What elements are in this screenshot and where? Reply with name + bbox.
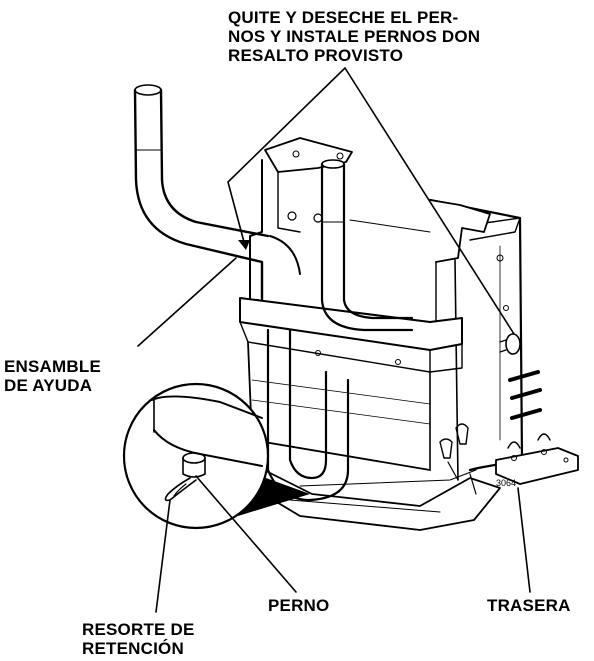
base-channel [239, 297, 469, 471]
rear-foot [495, 433, 579, 485]
shoulder-bolt [499, 333, 521, 355]
side-bracket [249, 137, 491, 331]
detail-circle [122, 382, 310, 530]
leader-arrowheads [238, 240, 250, 250]
arrowhead-top-left [238, 240, 250, 250]
pin-label: PERNO [268, 596, 330, 615]
bottom-platform [235, 411, 501, 531]
retaining-spring-label: RESORTE DE RETENCIÓN [82, 620, 195, 658]
assist-handle-left [133, 84, 301, 302]
leader-assist [137, 257, 237, 347]
leader-pin [195, 475, 297, 593]
figure-number: 3064 [496, 478, 517, 488]
leader-top-left [227, 67, 346, 243]
leader-spring [155, 499, 171, 613]
leader-rear [517, 487, 531, 593]
remove-pins-label: QUITE Y DESECHE EL PER- NOS Y INSTALE PE… [228, 8, 481, 65]
assist-assembly-label: ENSAMBLE DE AYUDA [4, 357, 101, 395]
rear-label: TRASERA [487, 596, 571, 615]
leader-top-right [344, 67, 515, 335]
leader-lines [137, 67, 531, 613]
